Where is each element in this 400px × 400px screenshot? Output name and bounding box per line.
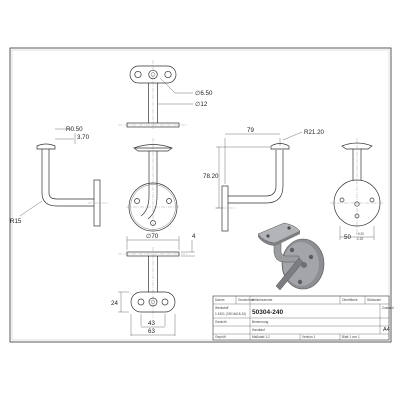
tb-benennung: Benennung [252,320,269,324]
tb-stueckzahl: Stückzahl [367,298,381,302]
inner-frame [11,49,390,341]
tb-geprueft: Geprüft [215,335,226,339]
rosette-front-view: 50 +0.20 -0.20 [330,138,384,241]
tb-werkstoff-label: Werkstoff [215,306,228,310]
tb-oberflaeche: Oberfläche [342,298,358,302]
tb-artikelnummer-label: Artikelnummer [252,298,273,302]
tb-zustand: Zustand [382,306,394,310]
dim-4: 4 [192,233,196,240]
tb-gezeichnet: Gezeichnet [238,298,254,302]
tb-datum: Datum [215,298,225,302]
tb-gewicht: Gewicht [215,320,227,324]
dim-3-70: 3.70 [77,134,90,141]
bottom-view: ∅70 4 24 43 63 [111,233,196,336]
tb-massstab: Maßstab 1:2 [252,335,270,339]
dim-r-15: R15 [10,218,22,225]
dim-79: 79 [247,127,254,134]
tb-handlauf: Handlauf [252,328,265,332]
tb-werkstoff-value: 1.4301 (X5CrNi18-10) [215,312,246,316]
dim-43: 43 [148,320,155,327]
front-view [126,138,180,232]
tb-blatt: Blatt 1 von 1 [342,335,360,339]
drawing-frame [9,47,392,343]
title-block: Datum Gezeichnet Artikelnummer Oberfläch… [212,295,394,341]
tb-version: Version 1 [302,335,316,339]
left-side-view: R0.50 3.70 R15 [10,126,108,227]
dim-r-0-50: R0.50 [66,126,83,133]
dim-50-tol-minus: -0.20 [356,237,363,241]
dim-50: 50 [344,234,351,241]
sheet-size: A4 [383,327,390,333]
top-view: ∅6.50 ∅12 [118,60,213,130]
isometric-render [257,222,325,291]
dim-78-20: 78.20 [203,173,219,180]
dim-r-21-20: R21.20 [304,129,325,136]
dim-12: ∅12 [195,101,208,108]
dim-24: 24 [111,300,118,307]
dim-50-tol-plus: +0.20 [356,232,364,236]
dim-6-50: ∅6.50 [195,90,213,97]
part-number: 50304-240 [252,309,283,316]
dim-70: ∅70 [146,233,159,240]
right-side-view: 79 R21.20 78.20 [203,127,325,232]
dim-63: 63 [148,328,155,335]
